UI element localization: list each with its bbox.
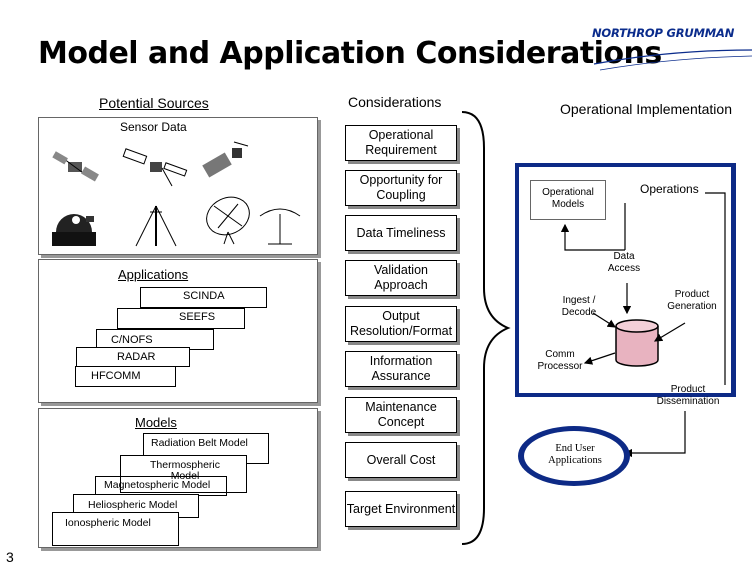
- product-dissemination-label: Product Dissemination: [656, 384, 720, 407]
- operational-implementation-header: Operational Implementation: [560, 101, 732, 117]
- consideration-output-resolution-format: Output Resolution/Format: [345, 306, 457, 342]
- consideration-overall-cost: Overall Cost: [345, 442, 457, 478]
- consideration-information-assurance: Information Assurance: [345, 351, 457, 387]
- satellite-icon: [122, 148, 188, 187]
- consideration-target-environment: Target Environment: [345, 491, 457, 527]
- observatory-icon: [52, 214, 96, 246]
- consideration-validation-approach: Validation Approach: [345, 260, 457, 296]
- consideration-operational-requirement: Operational Requirement: [345, 125, 457, 161]
- model-magnetospheric: Magnetospheric Model: [95, 476, 227, 496]
- app-seefs: SEEFS: [117, 308, 245, 329]
- right-brace-icon: [461, 111, 511, 545]
- radar-dish-icon: [206, 196, 250, 245]
- operational-models-box: [530, 180, 606, 220]
- antenna-tower-icon: [135, 205, 177, 247]
- product-generation-label: Product Generation: [667, 289, 717, 312]
- model-ionospheric: Ionospheric Model: [52, 512, 179, 546]
- app-scinda: SCINDA: [140, 287, 267, 308]
- logo-swoosh-icon: [593, 49, 753, 71]
- applications-title: Applications: [118, 267, 189, 282]
- potential-sources-header: Potential Sources: [99, 95, 209, 111]
- operations-label: Operations: [640, 182, 699, 196]
- operational-models-label: Operational Models: [542, 187, 594, 210]
- consideration-opportunity-for-coupling: Opportunity for Coupling: [345, 170, 457, 206]
- northrop-grumman-logo: NORTHROP GRUMMAN: [592, 26, 735, 40]
- app-hfcomm: HFCOMM: [75, 366, 176, 387]
- page-title: Model and Application Considerations: [38, 36, 662, 71]
- radio-telescope-icon: [259, 208, 301, 245]
- models-title: Models: [135, 415, 177, 430]
- consideration-data-timeliness: Data Timeliness: [345, 215, 457, 251]
- consideration-maintenance-concept: Maintenance Concept: [345, 397, 457, 433]
- operations-connectors: [560, 192, 726, 458]
- app-radar: RADAR: [76, 347, 190, 367]
- sensor-data-label: Sensor Data: [120, 120, 187, 134]
- satellite-icon: [52, 151, 99, 182]
- ingest-decode-label: Ingest / Decode: [561, 295, 597, 318]
- data-access-label: Data Access: [607, 251, 641, 274]
- comm-processor-label: Comm Processor: [537, 349, 583, 372]
- page-number: 3: [6, 549, 14, 565]
- considerations-header: Considerations: [348, 94, 442, 110]
- end-user-label: End User Applications: [548, 443, 602, 466]
- satellite-icon: [202, 141, 249, 178]
- sensor-illustrations: [52, 141, 301, 247]
- database-icon: [615, 319, 659, 367]
- end-user-ellipse: [518, 426, 630, 486]
